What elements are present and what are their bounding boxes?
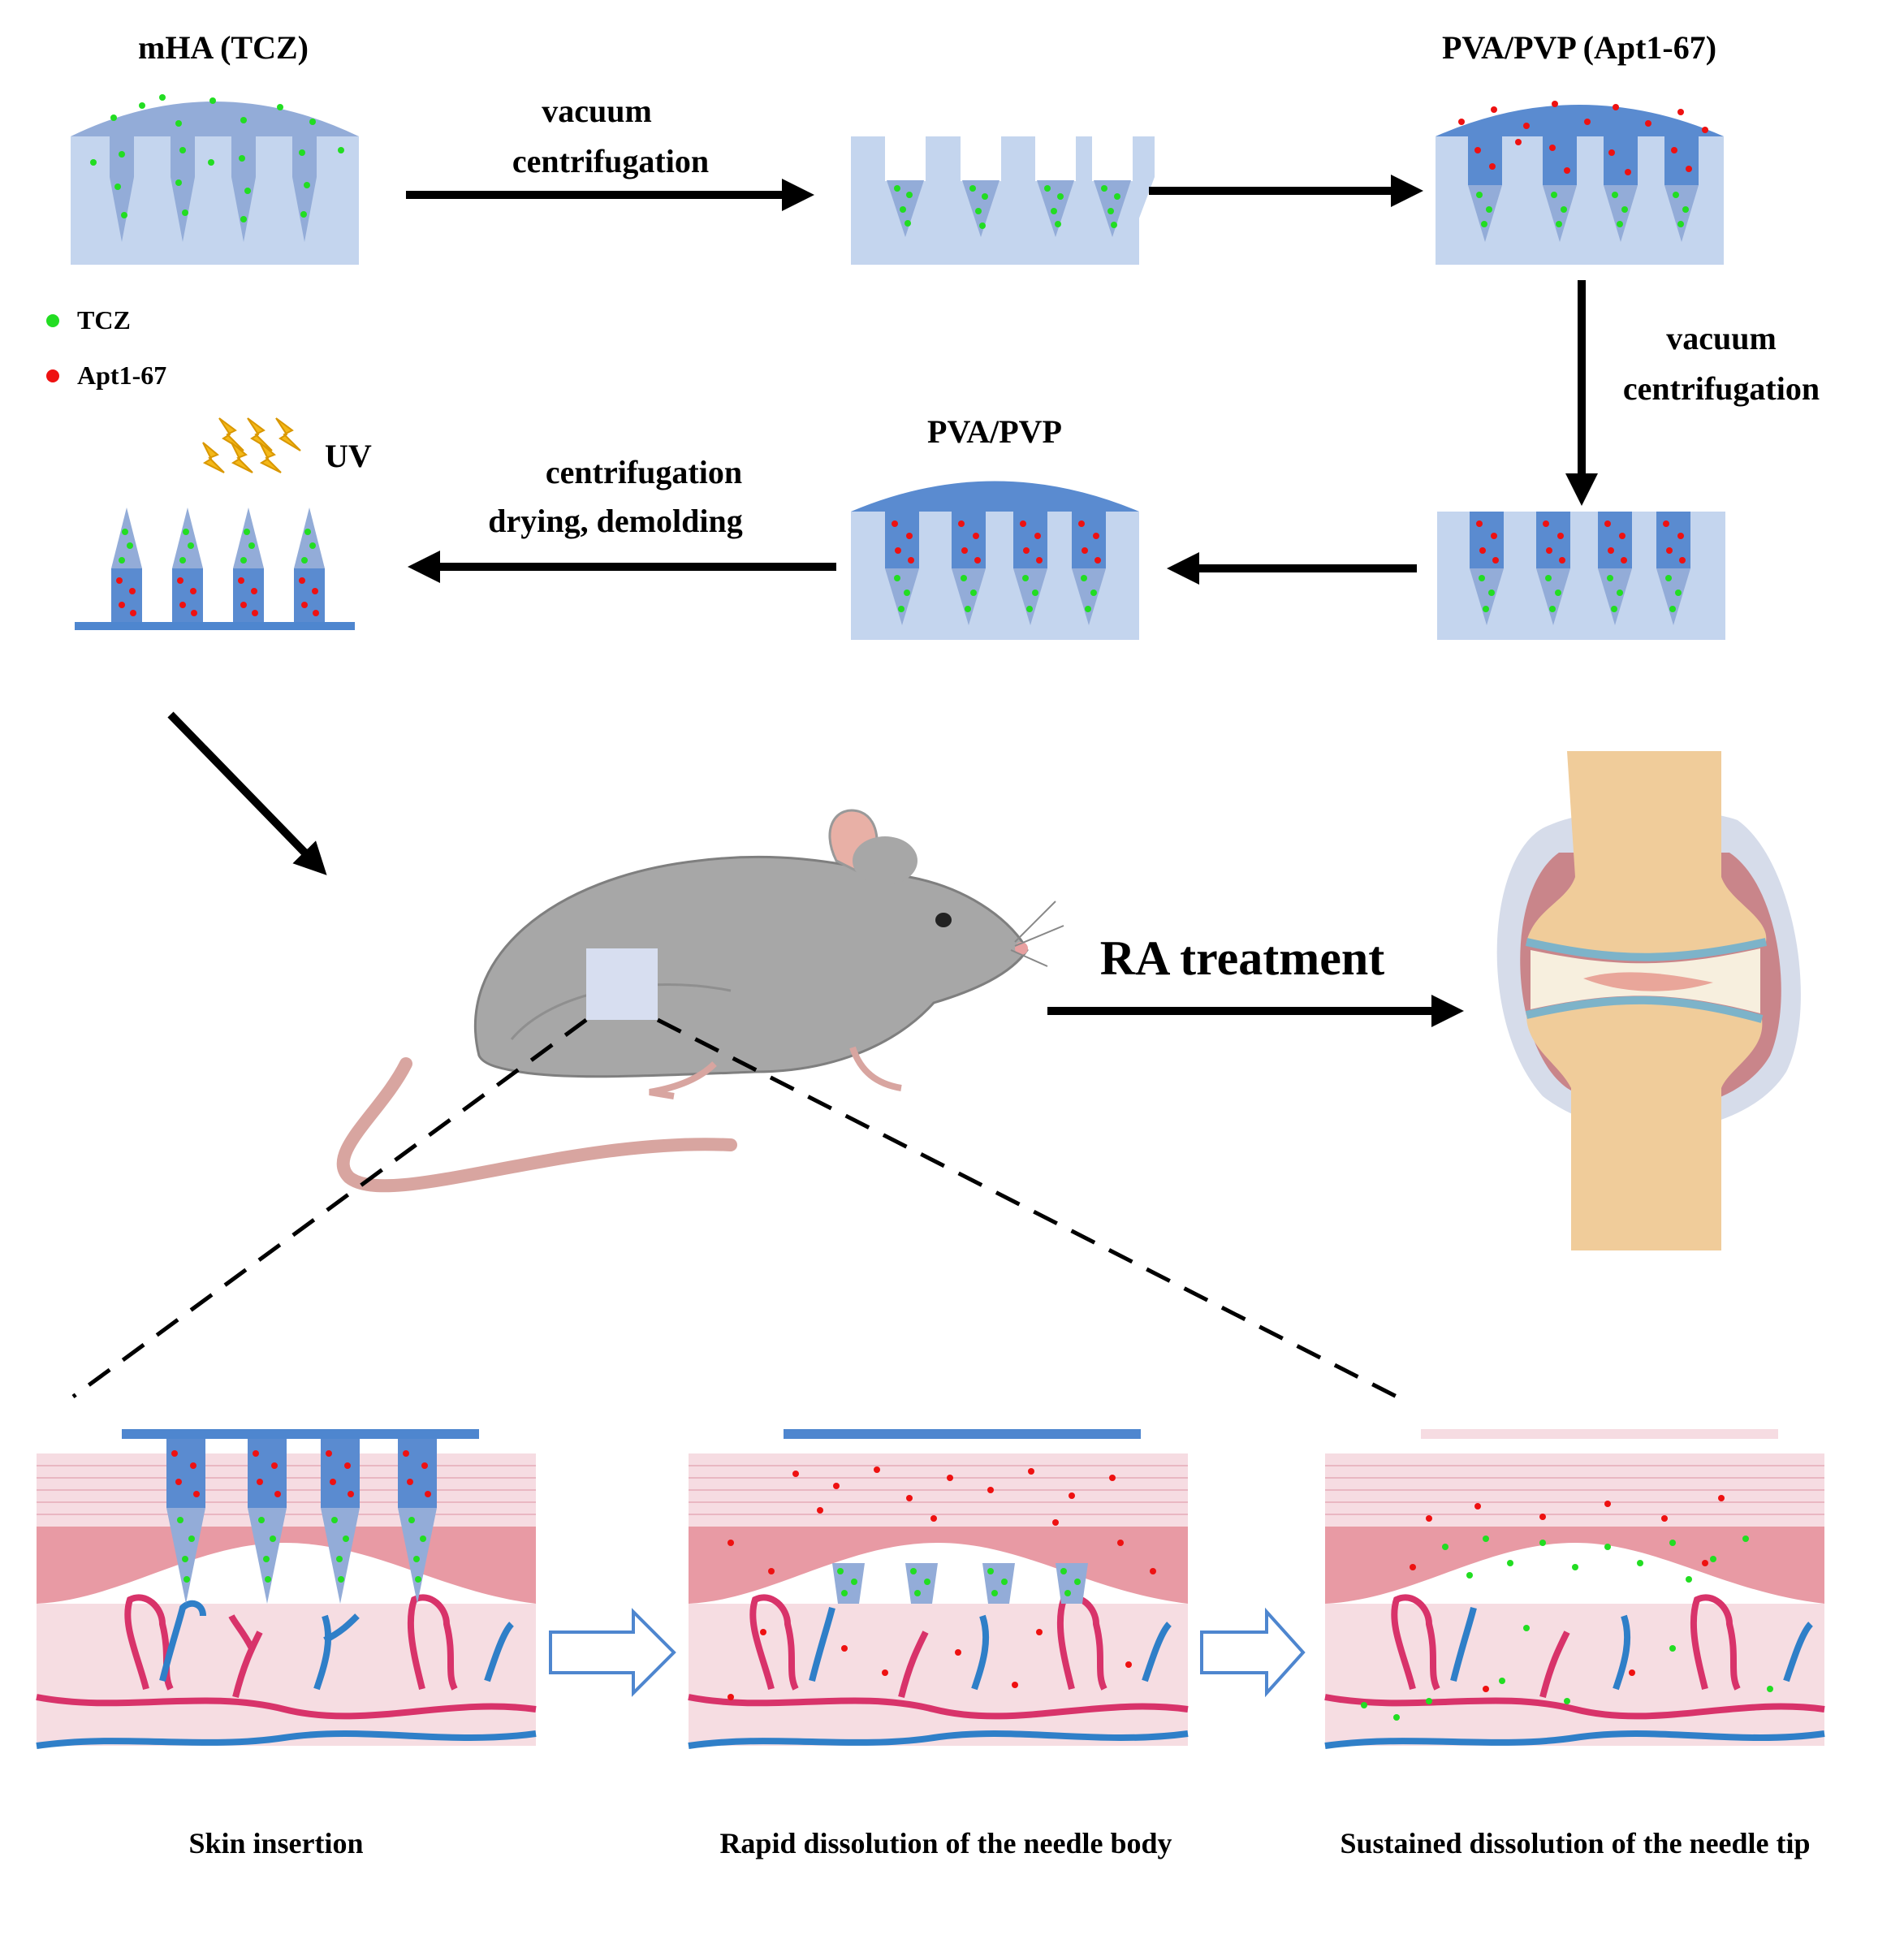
legend: TCZ Apt1-67 bbox=[46, 305, 166, 390]
panel2-caption: Rapid dissolution of the needle body bbox=[719, 1827, 1172, 1859]
mouse-illustration bbox=[336, 809, 1064, 1193]
stage-tips-filled bbox=[851, 136, 1155, 265]
uv-lightning-icon bbox=[202, 417, 301, 473]
stage-mold-filled bbox=[1437, 512, 1725, 640]
stage-demolded-mn: UV bbox=[75, 417, 372, 630]
legend-tcz-swatch bbox=[46, 314, 59, 327]
pva-pvp-label: PVA/PVP bbox=[927, 413, 1062, 450]
ra-treatment-label: RA treatment bbox=[1100, 931, 1384, 985]
transition-arrow-2 bbox=[1200, 1607, 1306, 1698]
step3-label-line1: vacuum bbox=[1666, 320, 1777, 356]
panel-skin-insertion: Skin insertion bbox=[36, 1429, 537, 1859]
arrow-to-mouse bbox=[167, 711, 327, 875]
stage-mha-casting: mHA (TCZ) bbox=[71, 29, 359, 265]
arrow-step3: vacuum centrifugation bbox=[1565, 280, 1820, 506]
step3-label-line2: centrifugation bbox=[1623, 370, 1820, 407]
stage-pva-apt-casting: PVA/PVP (Apt1-67) bbox=[1436, 29, 1724, 265]
joint-illustration bbox=[1496, 751, 1801, 1250]
step1-label-line1: vacuum bbox=[542, 93, 652, 129]
step5-label-line2: drying, demolding bbox=[488, 503, 742, 539]
mha-tcz-label: mHA (TCZ) bbox=[138, 29, 309, 66]
panel-sustained-dissolution: Sustained dissolution of the needle tip bbox=[1324, 1429, 1825, 1859]
step5-label-line1: centrifugation bbox=[546, 454, 742, 490]
zoom-lines bbox=[71, 1017, 1406, 1403]
legend-apt-swatch bbox=[46, 369, 59, 382]
stage-pva-backing: PVA/PVP bbox=[851, 413, 1139, 640]
tcz-particles bbox=[90, 94, 344, 222]
panel1-caption: Skin insertion bbox=[188, 1827, 363, 1859]
uv-label: UV bbox=[325, 438, 372, 474]
panel-rapid-dissolution: Rapid dissolution of the needle body bbox=[688, 1429, 1189, 1859]
arrow-step5: centrifugation drying, demolding bbox=[408, 454, 836, 583]
arrow-ra-treatment: RA treatment bbox=[1047, 931, 1464, 1027]
panel3-caption: Sustained dissolution of the needle tip bbox=[1340, 1827, 1810, 1859]
step1-label-line2: centrifugation bbox=[512, 143, 709, 179]
mn-patch-on-mouse bbox=[586, 948, 658, 1020]
legend-apt-label: Apt1-67 bbox=[77, 361, 166, 390]
transition-arrow-1 bbox=[549, 1608, 676, 1697]
arrow-step1: vacuum centrifugation bbox=[406, 93, 814, 211]
legend-tcz-label: TCZ bbox=[77, 305, 131, 335]
pva-pvp-apt-label: PVA/PVP (Apt1-67) bbox=[1442, 29, 1716, 66]
